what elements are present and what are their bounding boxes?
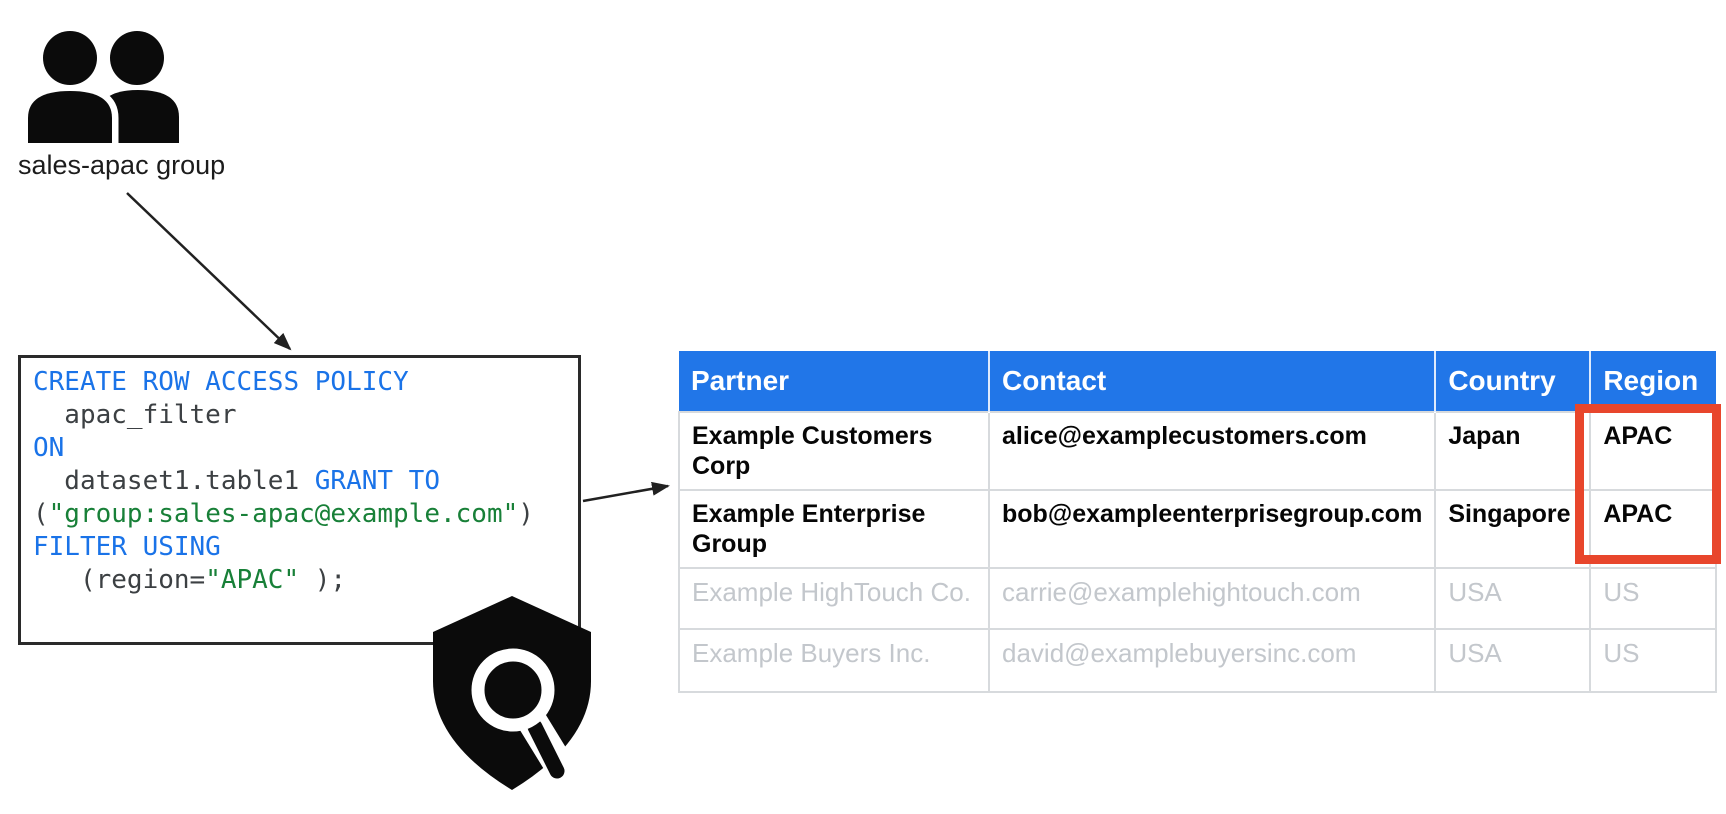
code-token: (region= (33, 565, 206, 595)
shield-search-icon (433, 596, 591, 791)
column-header-country: Country (1435, 351, 1592, 412)
table-row: Example Enterprise Group bob@exampleente… (678, 489, 1718, 569)
code-token: ON (33, 433, 65, 463)
code-token: dataset1.table1 (33, 466, 315, 496)
arrow-group-to-policy (126, 192, 292, 351)
code-token: GRANT TO (314, 466, 440, 496)
cell-partner: Example Customers Corp (678, 411, 990, 491)
column-header-region: Region (1590, 351, 1717, 412)
column-header-contact: Contact (989, 351, 1437, 412)
code-line: ON (33, 432, 566, 465)
code-token: apac_filter (33, 400, 237, 430)
table-row: Example Buyers Inc. david@examplebuyersi… (678, 628, 1718, 693)
cell-contact: alice@examplecustomers.com (987, 411, 1437, 491)
code-line: dataset1.table1 GRANT TO (33, 465, 566, 498)
arrow-policy-to-table (582, 481, 670, 503)
cell-country: USA (1434, 628, 1592, 693)
cell-region: US (1589, 628, 1718, 693)
code-token: ); (299, 565, 347, 595)
cell-country: Singapore (1434, 489, 1592, 569)
table-header-row: Partner Contact Country Region (679, 351, 1717, 412)
region-highlight-box (1575, 404, 1721, 564)
column-header-partner: Partner (679, 351, 990, 412)
cell-region: US (1589, 567, 1718, 630)
code-line: (region="APAC" ); (33, 564, 566, 597)
code-line: FILTER USING (33, 531, 566, 564)
cell-contact: carrie@examplehightouch.com (987, 567, 1437, 630)
cell-contact: david@examplebuyersinc.com (987, 628, 1437, 693)
code-line: CREATE ROW ACCESS POLICY (33, 366, 566, 399)
code-token: CREATE ROW ACCESS POLICY (33, 367, 409, 397)
cell-country: USA (1434, 567, 1592, 630)
code-token: "APAC" (205, 565, 300, 595)
cell-partner: Example HighTouch Co. (678, 567, 990, 630)
users-group-icon (21, 30, 179, 143)
code-token: ( (33, 499, 49, 529)
code-line: apac_filter (33, 399, 566, 432)
code-line: ("group:sales-apac@example.com") (33, 498, 566, 531)
policy-code-box: CREATE ROW ACCESS POLICY apac_filter ON … (18, 355, 581, 645)
group-label: sales-apac group (18, 150, 226, 180)
partners-table: Partner Contact Country Region Example C… (678, 351, 1718, 693)
cell-country: Japan (1434, 411, 1592, 491)
code-token: FILTER USING (33, 532, 221, 562)
code-token: "group:sales-apac@example.com" (48, 499, 519, 529)
cell-contact: bob@exampleenterprisegroup.com (987, 489, 1437, 569)
cell-partner: Example Buyers Inc. (678, 628, 990, 693)
cell-partner: Example Enterprise Group (678, 489, 990, 569)
code-token: ) (518, 499, 534, 529)
table-row: Example Customers Corp alice@examplecust… (678, 411, 1718, 491)
table-row: Example HighTouch Co. carrie@examplehigh… (678, 567, 1718, 630)
